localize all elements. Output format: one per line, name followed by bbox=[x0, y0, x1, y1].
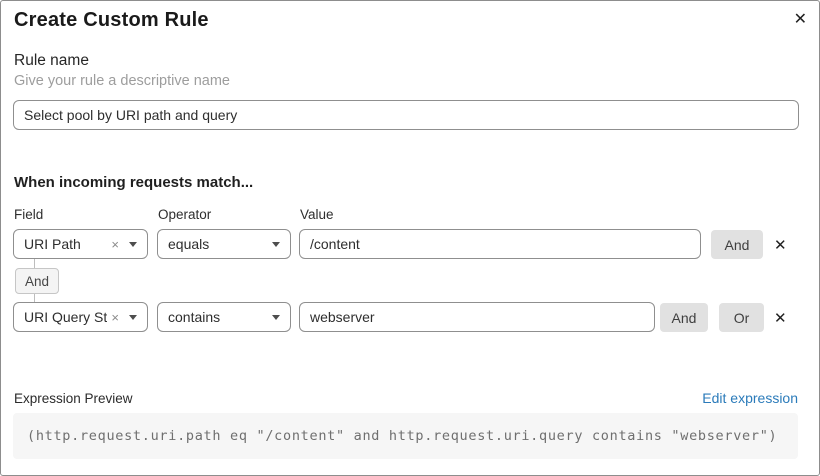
field-dropdown-row-2[interactable]: URI Query St... × bbox=[13, 302, 148, 332]
close-icon[interactable]: ✕ bbox=[792, 7, 809, 31]
add-or-condition-button-row-2[interactable]: Or bbox=[719, 303, 764, 332]
add-and-condition-button-row-1[interactable]: And bbox=[711, 230, 763, 259]
expression-code: (http.request.uri.path eq "/content" and… bbox=[27, 428, 778, 444]
expression-preview-label: Expression Preview bbox=[14, 391, 133, 406]
value-column-header: Value bbox=[300, 207, 334, 222]
rule-name-helper: Give your rule a descriptive name bbox=[14, 73, 230, 89]
operator-dropdown-value: equals bbox=[168, 236, 210, 252]
rule-name-label: Rule name bbox=[14, 52, 89, 69]
chevron-down-icon bbox=[272, 241, 280, 247]
field-dropdown-value: URI Path bbox=[24, 236, 81, 252]
expression-preview-block: (http.request.uri.path eq "/content" and… bbox=[13, 413, 798, 459]
remove-condition-icon-row-2[interactable]: ✕ bbox=[774, 310, 787, 327]
clear-selection-icon[interactable]: × bbox=[111, 309, 119, 325]
value-input-row-2[interactable] bbox=[299, 302, 655, 332]
operator-dropdown-row-1[interactable]: equals bbox=[157, 229, 291, 259]
chevron-down-icon bbox=[272, 314, 280, 320]
operator-column-header: Operator bbox=[158, 207, 212, 222]
field-dropdown-row-1[interactable]: URI Path × bbox=[13, 229, 148, 259]
add-and-condition-button-row-2[interactable]: And bbox=[660, 303, 708, 332]
field-column-header: Field bbox=[14, 207, 44, 222]
connector-line bbox=[34, 259, 35, 268]
value-input-row-1[interactable] bbox=[299, 229, 701, 259]
field-dropdown-value: URI Query St... bbox=[24, 309, 108, 325]
operator-dropdown-row-2[interactable]: contains bbox=[157, 302, 291, 332]
connector-line bbox=[34, 294, 35, 302]
clear-selection-icon[interactable]: × bbox=[111, 236, 119, 252]
remove-condition-icon-row-1[interactable]: ✕ bbox=[774, 237, 787, 254]
edit-expression-link[interactable]: Edit expression bbox=[702, 390, 798, 406]
rule-name-input[interactable] bbox=[13, 100, 799, 130]
chevron-down-icon bbox=[129, 241, 137, 247]
and-connector-chip[interactable]: And bbox=[15, 268, 60, 294]
match-conditions-heading: When incoming requests match... bbox=[14, 174, 254, 191]
chevron-down-icon bbox=[129, 314, 137, 320]
operator-dropdown-value: contains bbox=[168, 309, 221, 325]
dialog-title: Create Custom Rule bbox=[14, 9, 209, 31]
